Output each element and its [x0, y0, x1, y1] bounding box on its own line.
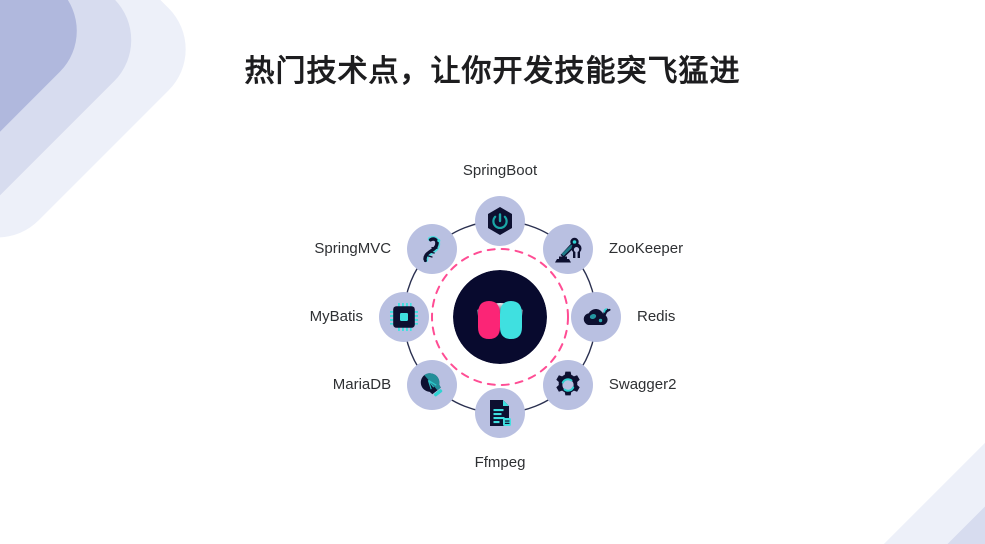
node-label-mybatis: MyBatis: [309, 308, 363, 325]
node-swagger2[interactable]: [542, 359, 593, 410]
node-label-redis: Redis: [637, 308, 676, 325]
page-title: 热门技术点，让你开发技能突飞猛进: [244, 54, 741, 89]
node-redis[interactable]: [571, 292, 621, 342]
lightbulb-icon: [417, 370, 447, 400]
cpu-chip-icon: [389, 302, 419, 332]
node-ffmpeg[interactable]: [475, 388, 525, 438]
dashed-inner-ring: [431, 248, 569, 386]
document-lines-icon: [486, 398, 514, 428]
node-mariadb[interactable]: [407, 359, 458, 410]
power-hexagon-icon: [485, 206, 515, 236]
node-springmvc[interactable]: [407, 224, 458, 275]
gear-icon: [553, 370, 583, 400]
node-springboot[interactable]: [475, 196, 525, 246]
cloud-signal-icon: [580, 303, 612, 331]
dna-helix-icon: [417, 234, 447, 264]
node-mybatis[interactable]: [379, 292, 429, 342]
node-label-ffmpeg: Ffmpeg: [474, 454, 526, 471]
brand-logo: [453, 270, 547, 364]
node-label-springboot: SpringBoot: [462, 162, 538, 179]
node-zookeeper[interactable]: [542, 224, 593, 275]
node-label-zookeeper: ZooKeeper: [608, 240, 684, 258]
node-label-mariadb: MariaDB: [332, 375, 392, 393]
robot-arm-icon: [552, 234, 584, 264]
node-label-swagger2: Swagger2: [608, 375, 677, 393]
node-label-springmvc: SpringMVC: [314, 240, 392, 258]
